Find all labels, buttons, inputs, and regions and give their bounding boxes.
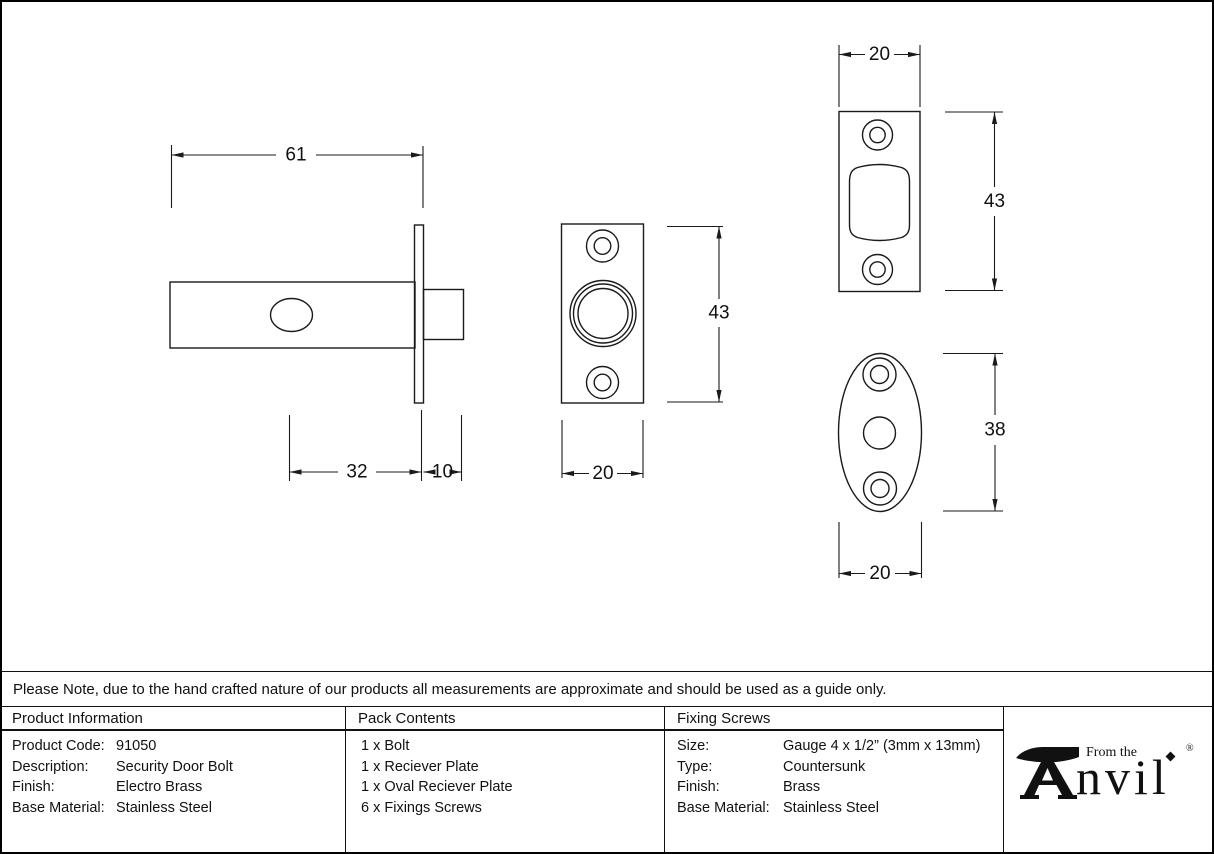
bolt-body <box>169 281 416 349</box>
from-the-anvil-logo: From the ® nvil <box>1014 743 1210 806</box>
row-label: Product Code: <box>12 738 105 754</box>
measurement-note-row: Please Note, due to the hand crafted nat… <box>0 671 1214 706</box>
row-label: Base Material: <box>12 799 105 816</box>
fixing-screws-column: Fixing Screws Size: Gauge 4 x 1/2” (3mm … <box>664 707 1003 854</box>
row-value: 91050 <box>116 738 157 754</box>
oval-receiver-plate-drawing: 38 20 <box>837 352 1006 584</box>
row-value: Stainless Steel <box>783 799 879 816</box>
dim-bolt-length-label: 61 <box>285 145 306 166</box>
spec-table: Product Information Product Code: 91050 … <box>0 706 1214 854</box>
list-item: 6 x Fixings Screws <box>361 799 482 816</box>
dim-oval-width-label: 20 <box>869 563 890 584</box>
dimension-width-top: 20 <box>838 44 921 107</box>
row-value: Gauge 4 x 1/2” (3mm x 13mm) <box>783 738 981 754</box>
logo-tagline: From the <box>1086 745 1137 760</box>
row-value: Countersunk <box>783 758 866 775</box>
technical-drawings: 61 32 10 <box>169 44 1006 584</box>
row-label: Description: <box>12 758 89 775</box>
receiver-plate-outline <box>560 223 645 404</box>
fixing-screws-body: Size: Gauge 4 x 1/2” (3mm x 13mm) Type: … <box>665 731 1003 818</box>
row-label: Finish: <box>677 779 720 795</box>
dimension-height: 43 <box>945 111 1005 292</box>
product-information-body: Product Code: 91050 Description: Securit… <box>0 731 345 818</box>
screw-hole-bottom <box>585 365 620 400</box>
registered-trademark: ® <box>1186 743 1194 754</box>
row-label: Base Material: <box>677 799 770 816</box>
receiver-plate-front-drawing: 43 20 <box>560 223 730 484</box>
bolt-head <box>422 288 465 341</box>
oval-plate-outline <box>837 352 923 513</box>
bolt-oval-hole <box>269 297 314 333</box>
dim-receiver-width-label: 20 <box>592 463 613 484</box>
bolt-ring-outer <box>569 279 637 348</box>
dim-face-width-label: 20 <box>869 44 890 65</box>
table-row: Finish: Electro Brass <box>12 777 345 798</box>
bolt-hole-center <box>862 416 897 450</box>
screw-hole-bottom <box>862 471 898 506</box>
screw-hole-bottom <box>861 253 894 286</box>
bolt-side-view-drawing: 61 32 10 <box>169 145 465 483</box>
list-item: 1 x Reciever Plate <box>361 758 479 775</box>
row-value: Electro Brass <box>116 779 203 795</box>
table-row: Type: Countersunk <box>677 757 1003 778</box>
dimension-backset-throw: 32 10 <box>288 410 463 483</box>
dimension-length: 61 <box>170 145 424 208</box>
measurement-note-text: Please Note, due to the hand crafted nat… <box>13 680 887 698</box>
table-row: Product Code: 91050 <box>12 736 345 757</box>
dimension-height: 43 <box>667 225 730 403</box>
dim-oval-height-label: 38 <box>984 420 1005 441</box>
screw-hole-top <box>862 357 897 392</box>
screw-hole-top <box>861 119 894 151</box>
pack-contents-column: Pack Contents 1 x Bolt 1 x Reciever Plat… <box>345 707 664 854</box>
dimension-height: 38 <box>943 352 1006 512</box>
dim-face-height-label: 43 <box>984 191 1005 212</box>
product-information-column: Product Information Product Code: 91050 … <box>0 707 345 854</box>
dim-receiver-height-label: 43 <box>708 303 729 324</box>
fixing-screws-header: Fixing Screws <box>665 707 1003 731</box>
table-row: Description: Security Door Bolt <box>12 757 345 778</box>
row-label: Type: <box>677 758 713 775</box>
row-label: Size: <box>677 738 710 754</box>
latch-cutout <box>848 163 911 242</box>
logo-brand-text: nvil <box>1076 749 1170 805</box>
product-information-header: Product Information <box>0 707 345 731</box>
list-item: 1 x Oval Reciever Plate <box>361 779 513 795</box>
face-plate-outline <box>838 110 921 293</box>
dimension-width: 20 <box>561 420 644 484</box>
table-row: Size: Gauge 4 x 1/2” (3mm x 13mm) <box>677 736 1003 757</box>
dim-bolt-throw-label: 10 <box>432 462 453 483</box>
list-item: 1 x Bolt <box>361 738 410 754</box>
pack-contents-body: 1 x Bolt 1 x Reciever Plate 1 x Oval Rec… <box>346 731 664 818</box>
brand-logo-cell <box>1003 707 1214 854</box>
pack-contents-header: Pack Contents <box>346 707 664 731</box>
table-row: Finish: Brass <box>677 777 1003 798</box>
receiver-plate-face-drawing: 20 43 <box>838 44 1005 293</box>
row-label: Finish: <box>12 779 55 795</box>
row-value: Brass <box>783 779 821 795</box>
screw-hole-top <box>585 229 620 263</box>
anvil-a-icon <box>1016 747 1079 799</box>
row-value: Stainless Steel <box>116 799 212 816</box>
row-value: Security Door Bolt <box>116 758 233 775</box>
table-row: Base Material: Stainless Steel <box>12 798 345 819</box>
dimension-width: 20 <box>838 522 923 584</box>
table-row: Base Material: Stainless Steel <box>677 798 1003 819</box>
bolt-faceplate <box>413 224 425 404</box>
dim-bolt-backset-label: 32 <box>346 462 367 483</box>
